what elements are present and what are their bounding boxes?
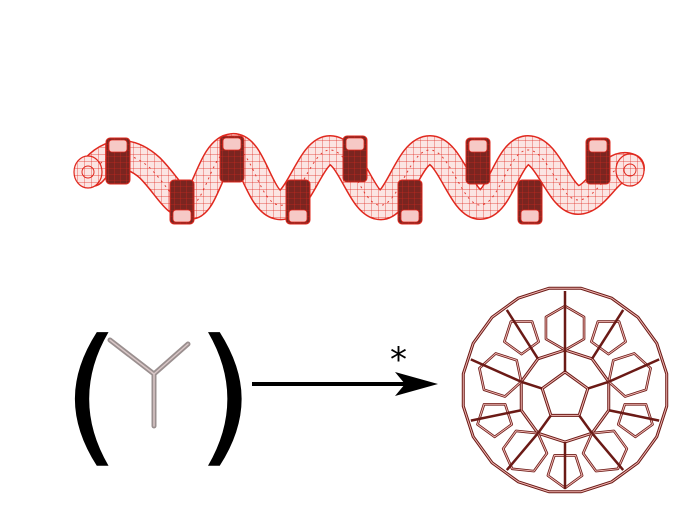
chain-end-cap-right bbox=[615, 153, 645, 187]
frame-strut bbox=[470, 408, 522, 422]
outer-pentagon-highlight bbox=[503, 321, 540, 355]
chain-end-cap-left bbox=[73, 155, 103, 189]
outer-pentagon-highlight bbox=[617, 403, 653, 438]
right-parenthesis: ) bbox=[196, 308, 255, 482]
chain-block bbox=[397, 179, 423, 225]
outer-hexagon-highlight bbox=[478, 352, 522, 398]
chain-block bbox=[585, 137, 611, 185]
frame-strut bbox=[470, 358, 522, 383]
frame-strut bbox=[536, 414, 552, 434]
right-arrow-icon bbox=[252, 372, 438, 396]
tripod-strut-icon bbox=[107, 337, 191, 429]
chain-block bbox=[169, 179, 195, 225]
frame-strut bbox=[590, 309, 625, 360]
frame-strut bbox=[608, 408, 660, 422]
polyhedron-outline-highlight bbox=[462, 287, 668, 493]
central-pentagon-highlight bbox=[541, 371, 589, 416]
chain-block bbox=[517, 179, 543, 225]
outer-pentagon-highlight bbox=[590, 321, 627, 355]
frame-strut bbox=[587, 380, 610, 390]
chain-block bbox=[342, 135, 368, 183]
chain-block bbox=[465, 137, 491, 185]
frame-strut bbox=[505, 309, 540, 360]
chain-block bbox=[219, 135, 245, 183]
chain-block bbox=[105, 137, 131, 185]
frame-strut bbox=[520, 380, 543, 390]
frame-strut bbox=[608, 358, 660, 383]
outer-pentagon-highlight bbox=[477, 403, 513, 438]
outer-hexagon-highlight bbox=[608, 352, 652, 398]
truncated-icosahedron-frame-icon bbox=[461, 286, 669, 494]
chain-block bbox=[285, 179, 311, 225]
frame-strut bbox=[578, 414, 594, 434]
left-parenthesis: ( bbox=[62, 308, 121, 482]
chain-blocks bbox=[105, 135, 611, 225]
frame-strut bbox=[505, 432, 539, 471]
operator-star: * bbox=[390, 340, 407, 380]
frame-strut bbox=[591, 432, 625, 471]
